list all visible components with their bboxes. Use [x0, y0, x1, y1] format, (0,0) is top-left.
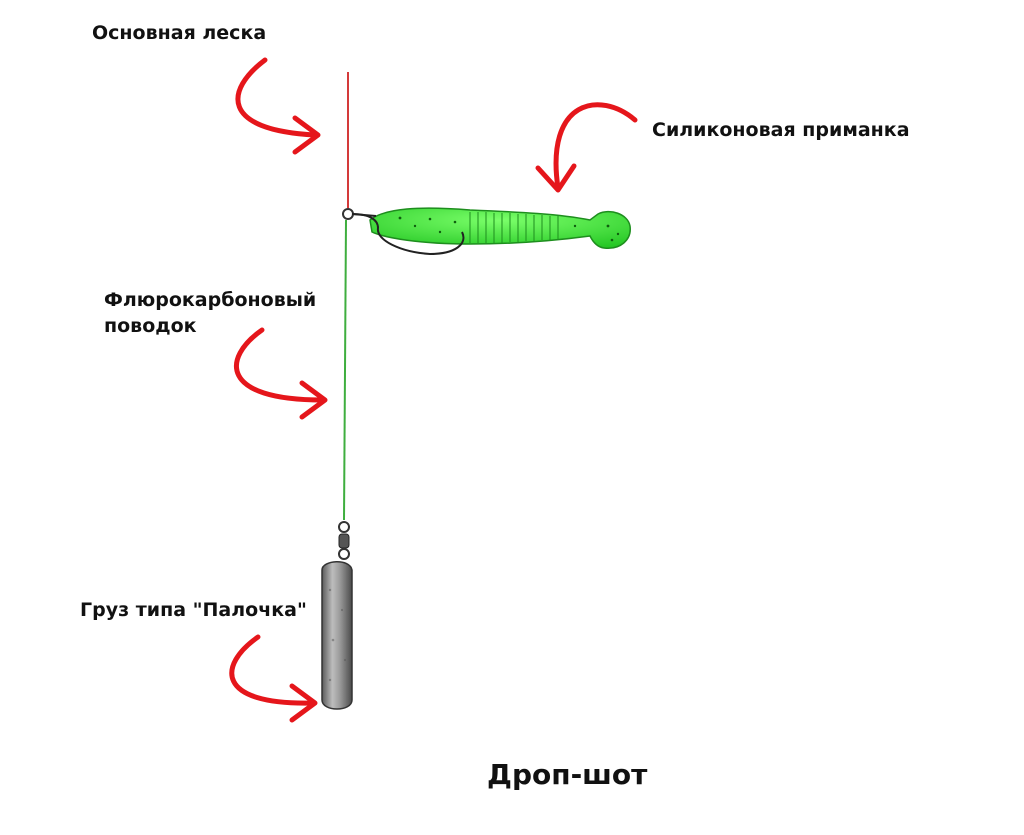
stick-weight-icon [321, 561, 353, 710]
lure-label: Силиконовая приманка [652, 119, 910, 141]
curved-arrow-icon [234, 327, 328, 420]
curved-arrow-icon [229, 634, 318, 723]
weight-label: Груз типа "Палочка" [80, 599, 307, 621]
leader-label-line1: Флюрокарбоновый [104, 289, 317, 311]
swivel-icon [338, 521, 350, 560]
hook-eye [342, 208, 354, 220]
leader-label: Флюрокарбоновый поводок [104, 287, 316, 339]
leader-label-line2: поводок [104, 315, 197, 337]
curved-arrow-icon [535, 102, 638, 193]
soft-lure-icon [369, 207, 631, 249]
main-line-label: Основная леска [92, 22, 267, 44]
leader-line [343, 219, 347, 521]
curved-arrow-icon [235, 57, 321, 155]
diagram-title: Дроп-шот [487, 758, 648, 791]
hook-icon [351, 213, 465, 256]
